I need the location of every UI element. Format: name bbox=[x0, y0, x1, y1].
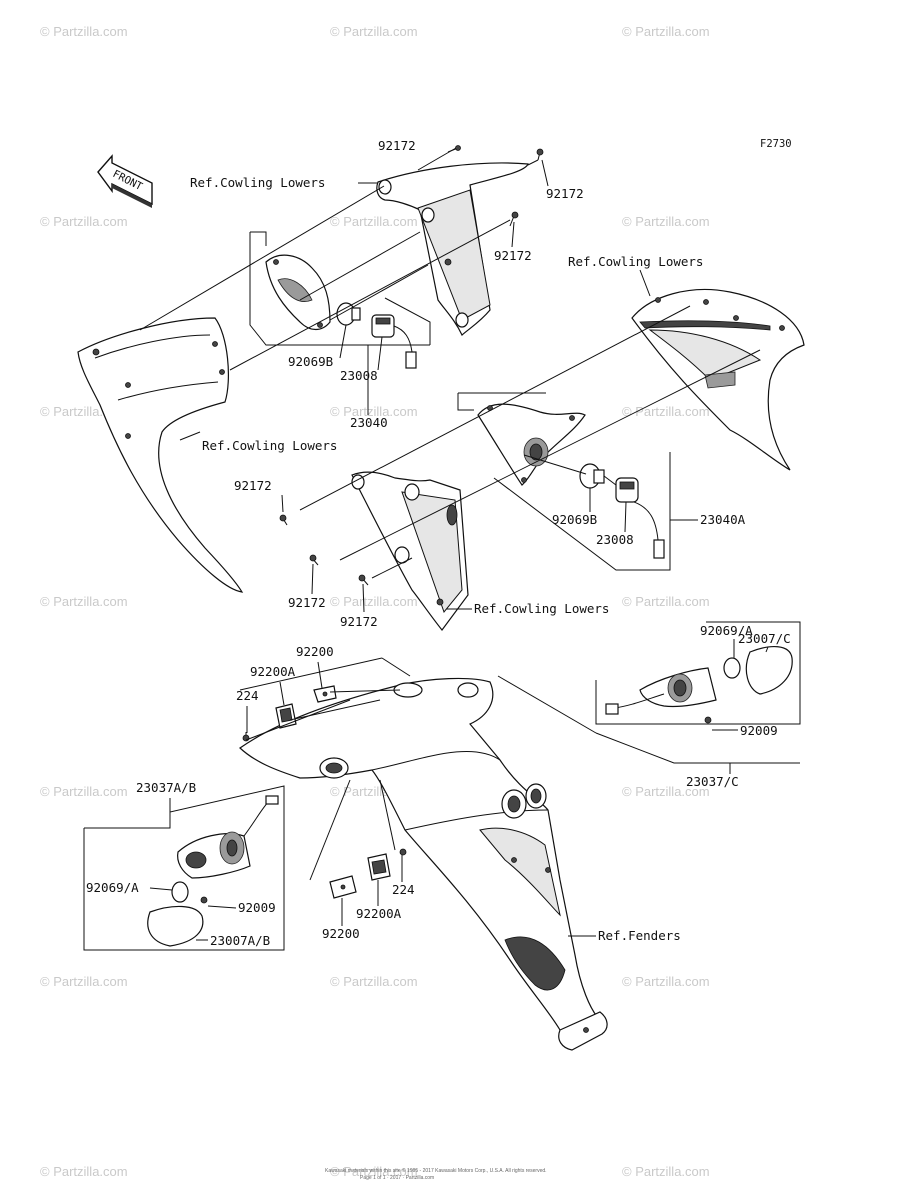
label-224: 224 bbox=[392, 882, 415, 897]
front-right-signal-box bbox=[457, 392, 671, 571]
label-92069B: 92069B bbox=[552, 512, 597, 527]
rear-left-signal-assembly bbox=[147, 795, 279, 947]
right-leader-lines bbox=[299, 305, 761, 579]
plate-92200-upper bbox=[313, 685, 337, 703]
label-92009: 92009 bbox=[238, 900, 276, 915]
label-ref-cowling-lowers: Ref.Cowling Lowers bbox=[568, 254, 703, 269]
label-92172: 92172 bbox=[546, 186, 584, 201]
screw-224-lower bbox=[399, 848, 407, 860]
front-right-signal-bracket bbox=[477, 403, 586, 486]
rear-left-signal-box bbox=[83, 785, 285, 951]
label-ref-cowling-lowers: Ref.Cowling Lowers bbox=[202, 438, 337, 453]
label-92200: 92200 bbox=[322, 926, 360, 941]
front-right-socket bbox=[615, 477, 665, 559]
watermark: © Partzilla.com bbox=[330, 974, 418, 989]
watermark: © Partzilla.com bbox=[40, 214, 128, 229]
label-92200A: 92200A bbox=[356, 906, 402, 921]
label-23037-C: 23037/C bbox=[686, 774, 739, 789]
right-cowling-panel bbox=[631, 288, 805, 471]
label-23008: 23008 bbox=[596, 532, 634, 547]
label-ref-fenders: Ref.Fenders bbox=[598, 928, 681, 943]
screw-92172-left-a bbox=[279, 514, 288, 526]
label-92172: 92172 bbox=[378, 138, 416, 153]
rear-right-signal-assembly bbox=[605, 646, 793, 724]
watermark: © Partzilla.com bbox=[40, 594, 128, 609]
lower-leader-lines bbox=[239, 657, 597, 881]
nut-92200A-upper bbox=[275, 703, 297, 729]
watermark: © Partzilla.com bbox=[40, 974, 128, 989]
label-ref-cowling-lowers: Ref.Cowling Lowers bbox=[190, 175, 325, 190]
label-23007A-B: 23007A/B bbox=[210, 933, 270, 948]
label-23008: 23008 bbox=[340, 368, 378, 383]
upper-leader-lines bbox=[139, 147, 539, 441]
label-92069B: 92069B bbox=[288, 354, 333, 369]
label-23037A-B: 23037A/B bbox=[136, 780, 196, 795]
front-left-signal-housing bbox=[265, 254, 331, 331]
screw-92172-left-b bbox=[309, 554, 319, 566]
watermark: © Partzilla.com bbox=[622, 784, 710, 799]
label-92172: 92172 bbox=[494, 248, 532, 263]
screw-92172-top-right bbox=[536, 148, 544, 161]
watermark: © Partzilla.com bbox=[622, 1164, 710, 1179]
watermark: © Partzilla.com bbox=[40, 784, 128, 799]
figure-code: F2730 bbox=[760, 138, 792, 150]
rear-right-signal-box bbox=[595, 621, 801, 764]
label-92172: 92172 bbox=[288, 595, 326, 610]
watermark: © Partzilla.com bbox=[40, 24, 128, 39]
label-23040A: 23040A bbox=[700, 512, 746, 527]
front-left-signal-box bbox=[249, 231, 431, 346]
label-92069-A: 92069/A bbox=[86, 880, 139, 895]
copyright-footer: Kawasaki materials within this site © 19… bbox=[325, 1167, 547, 1174]
label-92172: 92172 bbox=[234, 478, 272, 493]
front-right-bulb bbox=[579, 463, 605, 489]
nut-92200A-lower bbox=[367, 853, 391, 881]
screw-92172-mid bbox=[509, 211, 519, 227]
watermark: © Partzilla.com bbox=[622, 974, 710, 989]
label-92009: 92009 bbox=[740, 723, 778, 738]
watermark: © Partzilla.com bbox=[330, 594, 418, 609]
label-23007-C: 23007/C bbox=[738, 631, 791, 646]
label-92069-A: 92069/A bbox=[700, 623, 753, 638]
watermark: © Partzilla.com bbox=[622, 404, 710, 419]
label-ref-cowling-lowers: Ref.Cowling Lowers bbox=[474, 601, 609, 616]
label-224: 224 bbox=[236, 688, 259, 703]
screw-92172-left-c bbox=[358, 574, 369, 586]
label-92200: 92200 bbox=[296, 644, 334, 659]
label-92200A: 92200A bbox=[250, 664, 296, 679]
label-23040: 23040 bbox=[350, 415, 388, 430]
watermark: © Partzilla.com bbox=[40, 1164, 128, 1179]
front-arrow-icon: FRONT bbox=[97, 154, 153, 208]
watermark: © Partzilla.com bbox=[330, 214, 418, 229]
rear-fender bbox=[239, 677, 608, 1051]
watermark: © Partzilla.com bbox=[330, 404, 418, 419]
front-left-socket bbox=[371, 314, 417, 369]
watermark: © Partzilla.com bbox=[622, 594, 710, 609]
watermark: © Partzilla.com bbox=[622, 214, 710, 229]
watermark: © Partzilla.com bbox=[330, 1164, 418, 1179]
plate-92200-lower bbox=[329, 875, 357, 899]
watermark: © Partzilla.com bbox=[622, 24, 710, 39]
label-92172: 92172 bbox=[340, 614, 378, 629]
copyright-footer-line2: Page 1 of 1 · 2017 · Partzilla.com bbox=[360, 1175, 434, 1181]
left-cowling-panel bbox=[77, 317, 244, 593]
left-cowling-inner-bracket bbox=[376, 162, 529, 336]
watermark: © Partzilla.com bbox=[330, 24, 418, 39]
